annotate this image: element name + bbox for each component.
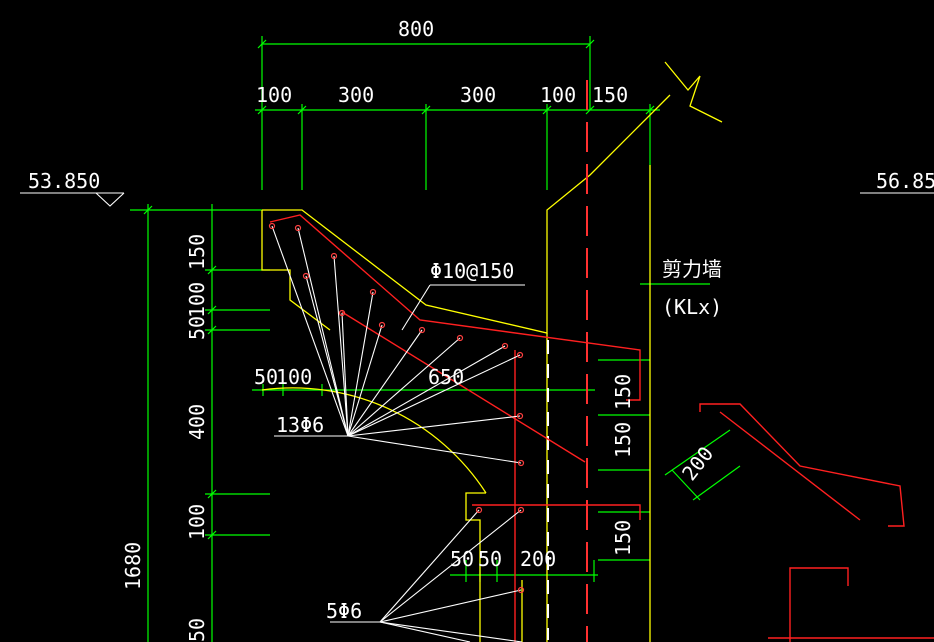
elevation-right: 56.850 [876,169,934,193]
dim-top-seg-1: 100 [256,83,292,107]
dim-inner-50: 50 [254,365,278,389]
leader-lines [20,192,934,437]
dim-top-seg-5: 150 [592,83,628,107]
elevation-left: 53.850 [28,169,100,193]
label-wall-name: 剪力墙 [662,257,722,281]
dimension-lines [130,36,741,642]
bar-dots [268,222,525,594]
dim-left-2: 50 [185,316,209,340]
dim-left-total: 1680 [121,542,145,590]
dim-left-6: 50 [185,618,209,642]
dim-left-4: 400 [185,404,209,440]
dim-top-seg-3: 300 [460,83,496,107]
dim-right-3: 150 [611,520,635,556]
fan-bars-upper [271,225,522,464]
dim-right-2: 150 [611,422,635,458]
dim-inner-100: 100 [276,365,312,389]
dim-detail-200: 200 [677,442,718,485]
dim-bottom-3: 200 [520,547,556,571]
fan-bars-lower [330,509,523,642]
dim-top-total: 800 [398,17,434,41]
label-bars-lower: 5Φ6 [326,599,362,623]
dim-bottom-1: 50 [450,547,474,571]
dim-top-seg-2: 300 [338,83,374,107]
dim-radius: 650 [428,365,464,389]
label-bars-upper: 13Φ6 [276,413,324,437]
dim-right-1: 150 [611,374,635,410]
rebar-lines [269,214,934,642]
dim-left-1: 150 [185,234,209,270]
dim-top-seg-4: 100 [540,83,576,107]
dim-left-3: 100 [185,282,209,318]
label-stirrup: Φ10@150 [430,259,514,283]
dim-bottom-2: 50 [478,547,502,571]
label-wall-code: (KLx) [662,295,722,319]
dim-left-5: 100 [185,504,209,540]
